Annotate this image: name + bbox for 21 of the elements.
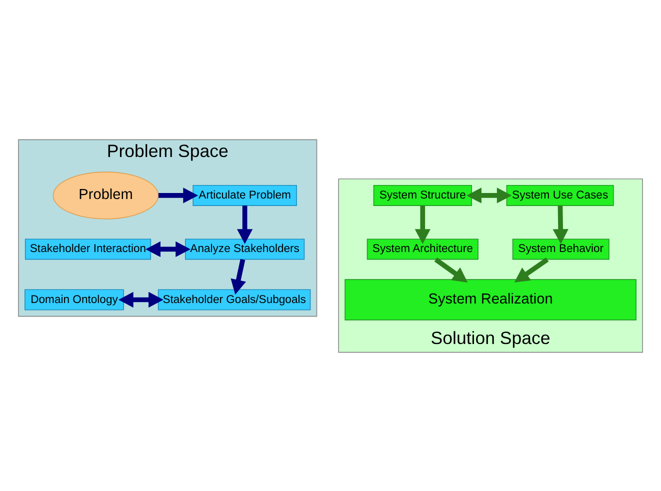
arrow (146, 240, 191, 257)
node-box: Stakeholder Interaction (24, 238, 152, 260)
node-box: Articulate Problem (192, 184, 297, 206)
arrow (237, 205, 253, 244)
arrow (414, 205, 430, 244)
arrow (552, 205, 568, 244)
arrow (158, 187, 198, 203)
node-box: System Structure (373, 184, 472, 206)
node-ellipse: Problem (52, 171, 159, 219)
arrow (118, 291, 164, 308)
node-box: System Realization (344, 278, 636, 320)
node-box: System Behavior (512, 238, 610, 260)
node-box: System Architecture (366, 238, 478, 260)
arrow (230, 258, 246, 294)
node-box: Analyze Stakeholders (185, 238, 305, 260)
node-box: Stakeholder Goals/Subgoals (158, 288, 311, 310)
node-box: System Use Cases (506, 184, 614, 206)
arrow (514, 256, 549, 282)
arrow (434, 257, 468, 282)
node-box: Domain Ontology (24, 288, 124, 310)
arrow (466, 187, 512, 203)
